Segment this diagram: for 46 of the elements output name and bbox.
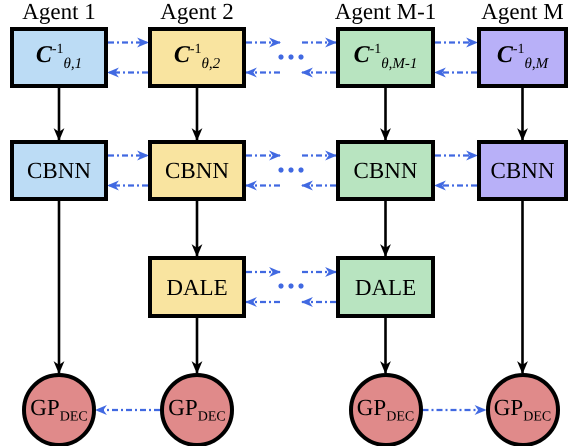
arrow — [435, 150, 478, 160]
partial-arrow — [302, 267, 337, 277]
agent-heading: Agent M — [480, 0, 565, 24]
node-label: DALE — [354, 276, 416, 298]
agent-heading: Agent M-1 — [334, 0, 438, 24]
node-label: CBNN — [165, 159, 229, 182]
partial-arrow — [301, 180, 336, 190]
node-label: CBNN — [490, 159, 554, 182]
partial-arrow — [302, 38, 337, 48]
partial-arrow — [301, 297, 336, 307]
partial-arrow — [245, 68, 280, 78]
arrow — [380, 88, 391, 142]
arrow — [54, 88, 64, 142]
node-label: GP$_{DEC}$ — [30, 396, 88, 424]
agent-heading: Agent 1 — [21, 0, 97, 24]
partial-arrow — [246, 267, 281, 277]
node-label: GP$_{DEC}$ — [168, 396, 226, 424]
partial-arrow — [302, 150, 337, 160]
node-label: GP$_{DEC}$ — [494, 396, 552, 424]
arrow — [54, 201, 64, 374]
partial-arrow — [245, 180, 280, 190]
arrow — [434, 68, 477, 78]
partial-arrow — [245, 297, 280, 307]
arrow — [108, 38, 149, 48]
arrow — [192, 318, 202, 374]
arrow — [108, 150, 149, 160]
arrow — [107, 180, 148, 190]
arrow — [517, 201, 528, 374]
partial-arrow — [301, 68, 336, 78]
node-label: GP$_{DEC}$ — [356, 396, 414, 424]
partial-arrow — [246, 38, 281, 48]
node-label: DALE — [166, 276, 228, 298]
node-label: CBNN — [354, 159, 418, 182]
arrow — [107, 68, 148, 78]
arrow — [380, 318, 391, 374]
partial-arrow — [246, 150, 281, 160]
arrow — [434, 180, 477, 190]
arrow — [435, 38, 478, 48]
arrow — [517, 88, 528, 142]
arrow — [192, 201, 202, 258]
arrow — [192, 88, 202, 142]
arrow — [380, 201, 391, 258]
arrow — [95, 405, 160, 415]
agent-heading: Agent 2 — [159, 0, 235, 24]
node-label: CBNN — [27, 159, 91, 182]
arrow — [422, 405, 486, 415]
